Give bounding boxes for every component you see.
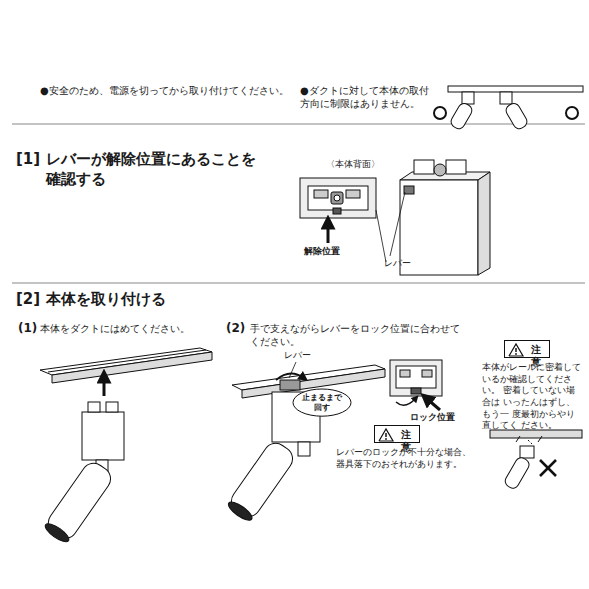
callout-label: 解除位置 [304,246,364,258]
note-text: 手で支えながらレバーをロック位置に合わせて ください。 [250,322,472,348]
leader-line [289,362,296,378]
warning-icon [505,341,525,359]
section-heading: 本体を取り付ける [46,290,246,310]
note-text: 本体がレールに密着して いるか確認してください。 密着していない場合は いったん… [482,362,583,432]
separator [12,283,585,284]
release-arrow [327,222,330,243]
warning-icon [375,426,395,444]
lock-arrow [426,398,440,410]
node-text: 止まるまで 回す [302,393,342,412]
rail-and-fixture [40,348,212,545]
lock-arrow [396,398,416,405]
section-heading: [1] [16,150,48,170]
rail-and-fixture [225,365,385,524]
callout-label: (2) [226,321,248,337]
leader-line [390,192,405,256]
instruction-bubble: 止まるまで 回す [292,388,352,417]
note-text: 本体をダクトにはめてください。 [40,322,220,335]
caution-box: 注意 [504,340,550,358]
duct-example [434,86,583,131]
callout-label: ロック位置 [410,412,472,424]
node-text: 注意 [527,344,545,368]
insert-arrow [103,376,106,396]
caution-box: 注意 [374,425,420,443]
back-view [300,178,376,218]
separator [12,124,585,125]
body-perspective [400,160,490,275]
lock-inset [390,360,442,396]
cross-mark [540,460,556,476]
section-heading: レバーが解除位置にあることを 確認する [46,150,272,189]
leader-line [376,210,386,262]
node-text: 注意 [397,429,415,453]
note-text: ●安全のため、電源を切ってから取り付けてください。 [40,84,298,97]
bad-fit-example [490,430,582,490]
note-text: レバー [284,350,328,362]
callout-label: (1) [18,321,40,337]
note-text: レバー [384,258,430,270]
note-text: 〈本体背面〉 [326,159,406,171]
note-text: ●ダクトに対して本体の取付 方向に制限はありません。 [300,84,434,110]
section-heading: [2] [16,290,48,310]
rotate-arrow [276,373,304,380]
